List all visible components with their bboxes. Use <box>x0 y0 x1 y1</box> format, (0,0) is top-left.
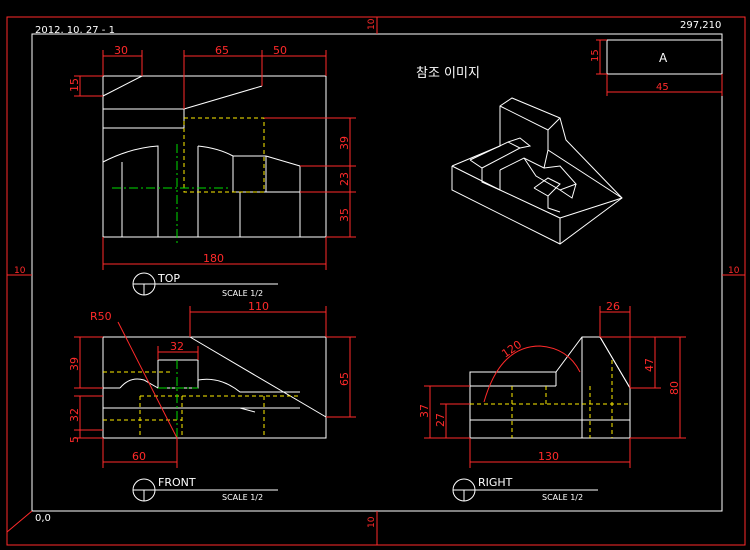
front-dim-32b: 32 <box>68 408 81 422</box>
top-view-label: TOP <box>157 272 180 285</box>
right-dim-47: 47 <box>643 358 656 372</box>
right-view-label: RIGHT <box>478 476 513 489</box>
margin-top-dim: 10 <box>367 18 377 30</box>
top-view: 30 65 50 15 39 23 35 180 TOP SCALE 1/2 <box>68 44 356 298</box>
top-dim-30: 30 <box>114 44 128 57</box>
right-dim-120: 120 <box>499 338 524 361</box>
sheet-size: 297,210 <box>680 20 721 31</box>
front-dim-110: 110 <box>248 300 269 313</box>
top-dim-39: 39 <box>338 136 351 150</box>
right-view-scale: SCALE 1/2 <box>542 493 583 502</box>
outer-border <box>6 16 746 546</box>
margin-left-dim: 10 <box>14 266 26 276</box>
front-dim-39: 39 <box>68 357 81 371</box>
title-block-label: A <box>659 51 668 65</box>
front-dim-65: 65 <box>338 372 351 386</box>
front-view-scale: SCALE 1/2 <box>222 493 263 502</box>
reference-title: 참조 이미지 <box>416 66 480 81</box>
front-dim-60: 60 <box>132 450 146 463</box>
sheet-origin: 0,0 <box>35 513 51 524</box>
sheet-frame: 2012. 10. 27 - 1 297,210 0,0 10 10 10 10 <box>6 16 746 546</box>
front-dim-r50: R50 <box>90 310 112 323</box>
title-block-width-dim: 45 <box>656 82 669 93</box>
right-dim-27: 27 <box>434 413 447 427</box>
front-view: R50 110 32 39 32 5 65 60 FRONT SCALE 1/2 <box>68 300 356 502</box>
top-view-scale: SCALE 1/2 <box>222 289 263 298</box>
front-dim-5: 5 <box>68 436 81 443</box>
top-dim-65: 65 <box>215 44 229 57</box>
top-dim-180: 180 <box>203 252 224 265</box>
top-dim-15: 15 <box>68 78 81 92</box>
margin-bottom-dim: 10 <box>367 516 377 528</box>
top-dim-35: 35 <box>338 208 351 222</box>
title-block-height-dim: 15 <box>590 49 601 62</box>
inner-border <box>31 33 723 512</box>
sheet-date: 2012. 10. 27 - 1 <box>35 25 115 36</box>
title-block: A 15 45 <box>590 39 723 96</box>
right-dim-130: 130 <box>538 450 559 463</box>
front-view-label: FRONT <box>158 476 196 489</box>
isometric-reference <box>451 97 623 245</box>
right-view: 26 120 47 80 37 27 130 RIGHT SCALE 1/2 <box>418 300 686 502</box>
top-dim-50: 50 <box>273 44 287 57</box>
top-dim-23: 23 <box>338 172 351 186</box>
margin-right-dim: 10 <box>728 266 740 276</box>
right-dim-37: 37 <box>418 404 431 418</box>
right-dim-26: 26 <box>606 300 620 313</box>
front-dim-32: 32 <box>170 340 184 353</box>
right-dim-80: 80 <box>668 381 681 395</box>
